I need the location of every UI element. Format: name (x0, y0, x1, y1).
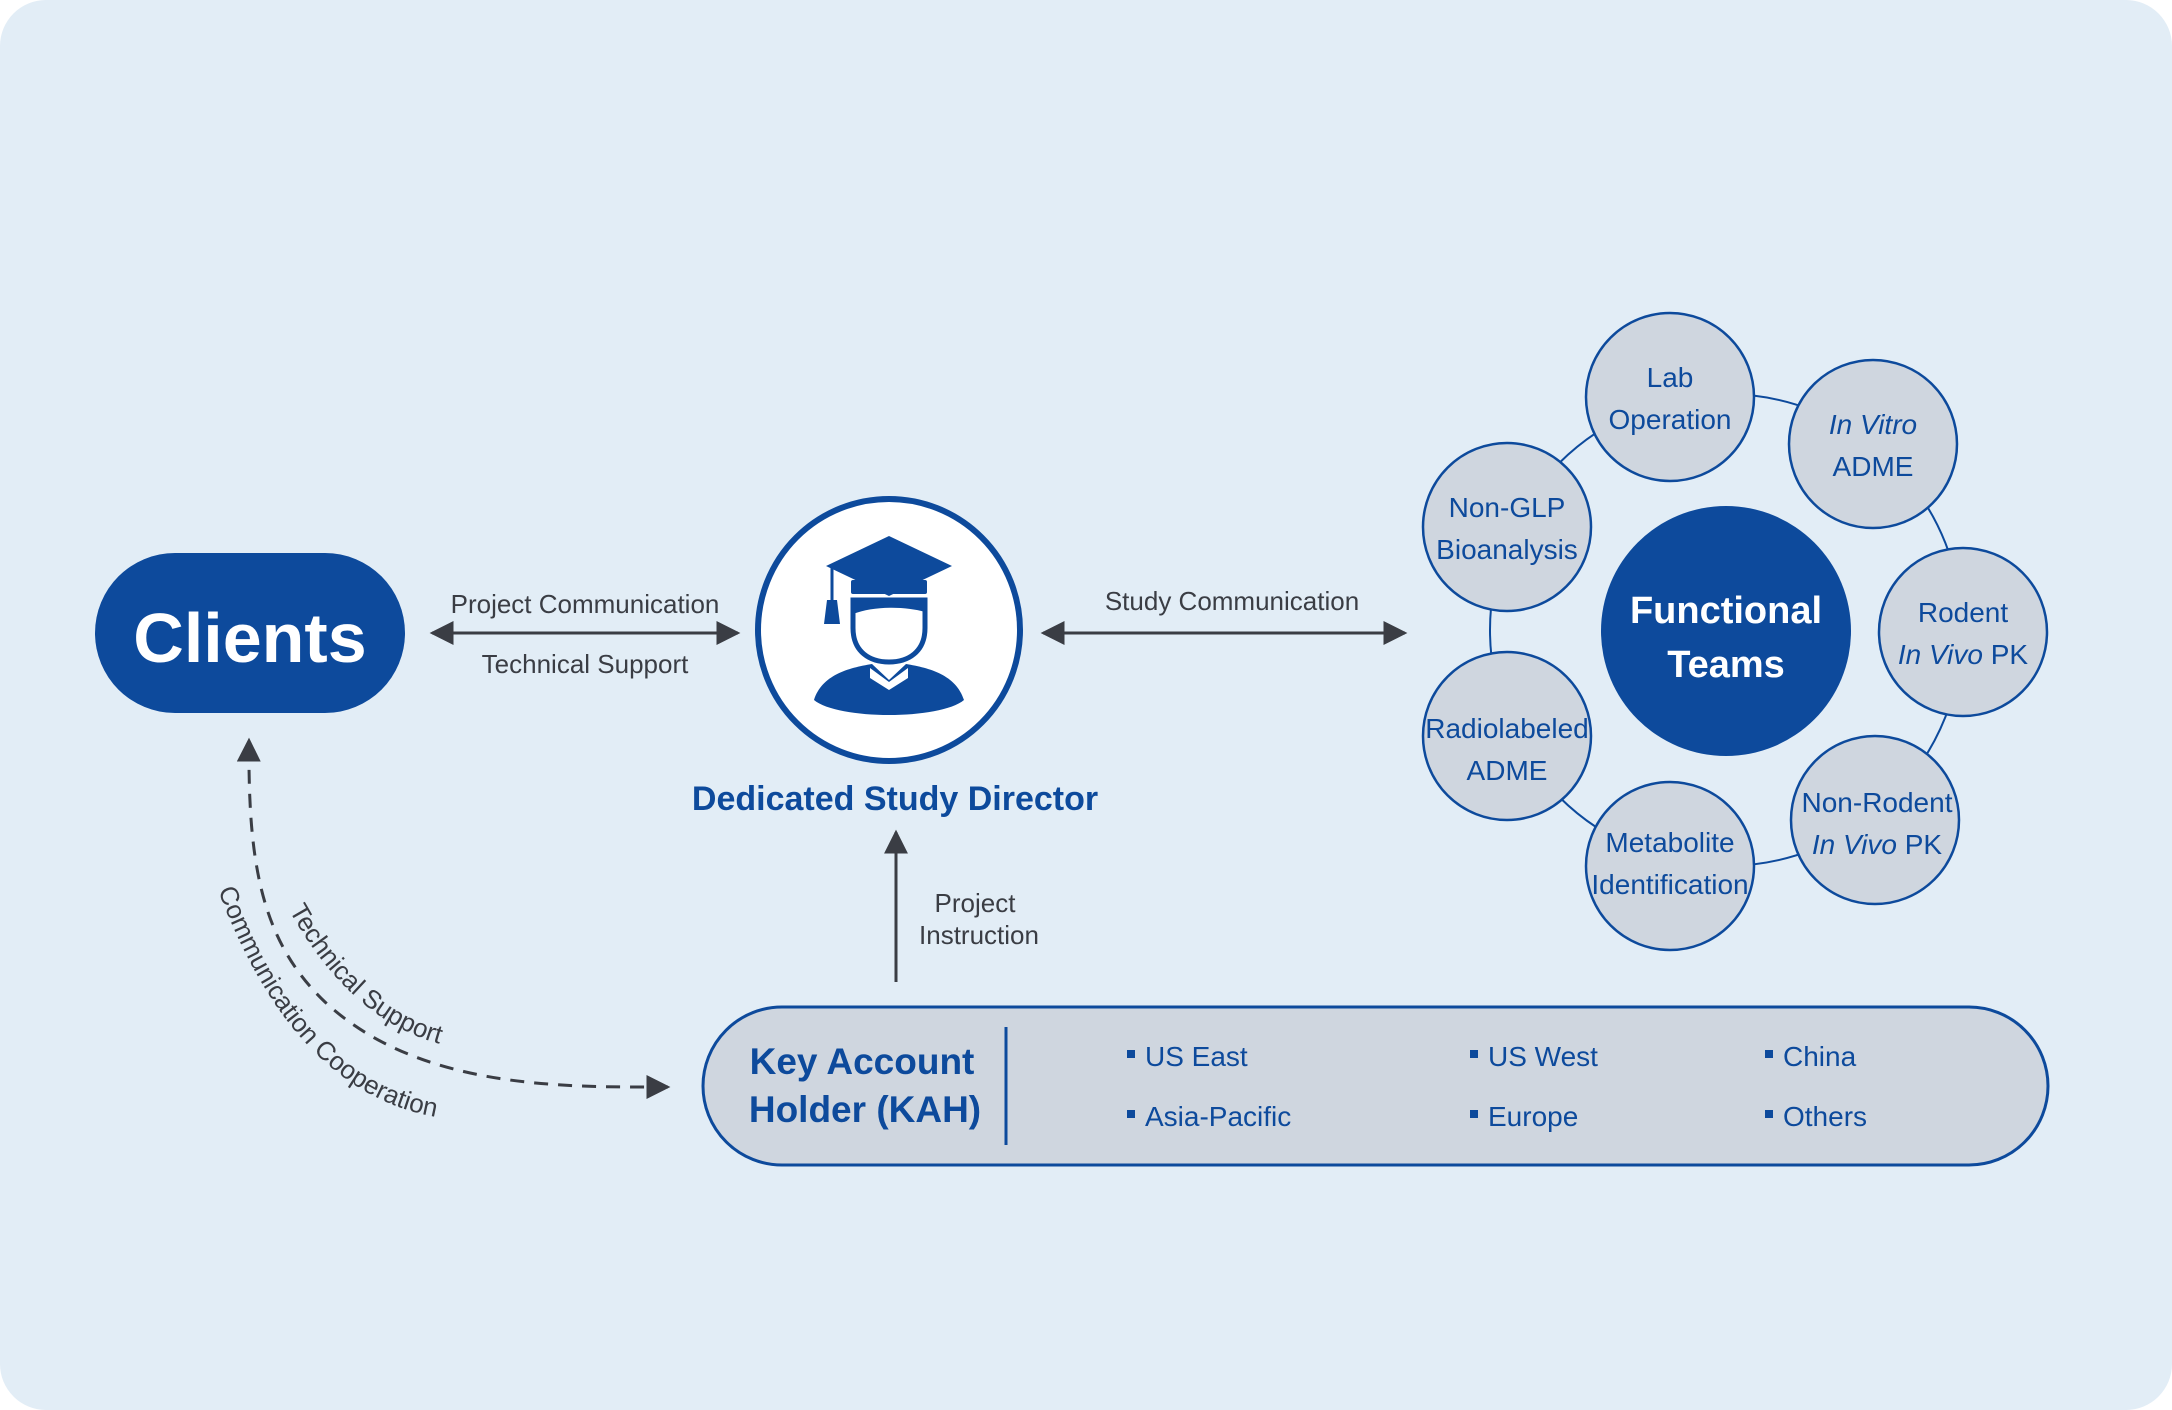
region-label: US West (1488, 1041, 1598, 1072)
project-communication-label: Project Communication (451, 589, 720, 619)
project-instruction-label: Project (935, 888, 1017, 918)
region-label: Asia-Pacific (1145, 1101, 1291, 1132)
study-communication-link: Study Communication (1040, 586, 1408, 645)
team-label: Metabolite (1605, 827, 1734, 858)
project-instruction-link: Project Instruction (884, 829, 1039, 982)
team-bubble-in-vitro-adme: In Vitro ADME (1787, 358, 1959, 530)
team-bubble-non-glp-bioanalysis: Non-GLP Bioanalysis (1421, 441, 1593, 613)
team-label: Lab (1647, 362, 1694, 393)
director-label: Dedicated Study Director (692, 780, 1098, 818)
team-label: In Vivo PK (1812, 829, 1943, 860)
region-item: Others (1765, 1101, 1867, 1132)
team-label: In Vivo PK (1898, 639, 2029, 670)
kah-label: Key Account (750, 1041, 975, 1082)
region-label: Others (1783, 1101, 1867, 1132)
graduate-icon (814, 536, 964, 715)
technical-support-label: Technical Support (482, 649, 689, 679)
project-instruction-label: Instruction (919, 920, 1039, 950)
team-label: In Vitro (1829, 409, 1917, 440)
team-label: ADME (1833, 451, 1914, 482)
team-label: Radiolabeled (1425, 713, 1588, 744)
kah-node: Key Account Holder (KAH) US East US West… (701, 1005, 2050, 1167)
team-label: Non-Rodent (1802, 787, 1953, 818)
team-label: Rodent (1918, 597, 2009, 628)
region-item: US West (1470, 1041, 1598, 1072)
clients-node: Clients (95, 553, 405, 713)
region-item: US East (1127, 1041, 1248, 1072)
kah-clients-dashed-arrow (236, 737, 671, 1100)
region-item: Asia-Pacific (1127, 1101, 1291, 1132)
team-label: Identification (1591, 869, 1748, 900)
functional-teams-center: Functional Teams (1601, 506, 1851, 756)
client-director-link: Project Communication Technical Support (429, 589, 741, 679)
team-bubble-lab-operation: Lab Operation (1584, 311, 1756, 483)
team-label: ADME (1467, 755, 1548, 786)
region-item: Europe (1470, 1101, 1578, 1132)
kah-label: Holder (KAH) (749, 1089, 981, 1130)
team-bubble-radiolabeled-adme: Radiolabeled ADME (1421, 650, 1593, 822)
team-bubble-non-rodent-in-vivo-pk: Non-Rodent In Vivo PK (1789, 734, 1961, 906)
region-label: Europe (1488, 1101, 1578, 1132)
team-label: Operation (1609, 404, 1732, 435)
team-label: Bioanalysis (1436, 534, 1578, 565)
team-bubble-metabolite-identification: Metabolite Identification (1584, 780, 1756, 952)
functional-teams-label: Teams (1667, 644, 1785, 686)
clients-pill (95, 553, 405, 713)
kah-pill (701, 1005, 2050, 1167)
team-label: Non-GLP (1449, 492, 1566, 523)
region-label: China (1783, 1041, 1857, 1072)
functional-teams-label: Functional (1630, 590, 1822, 632)
functional-teams-cluster: Lab Operation In Vitro ADME Rodent In Vi… (1421, 311, 2049, 952)
study-communication-label: Study Communication (1105, 586, 1359, 616)
clients-label: Clients (133, 599, 366, 677)
team-bubble-rodent-in-vivo-pk: Rodent In Vivo PK (1877, 546, 2049, 718)
region-label: US East (1145, 1041, 1248, 1072)
study-director-node: Dedicated Study Director (692, 496, 1098, 818)
region-item: China (1765, 1041, 1857, 1072)
